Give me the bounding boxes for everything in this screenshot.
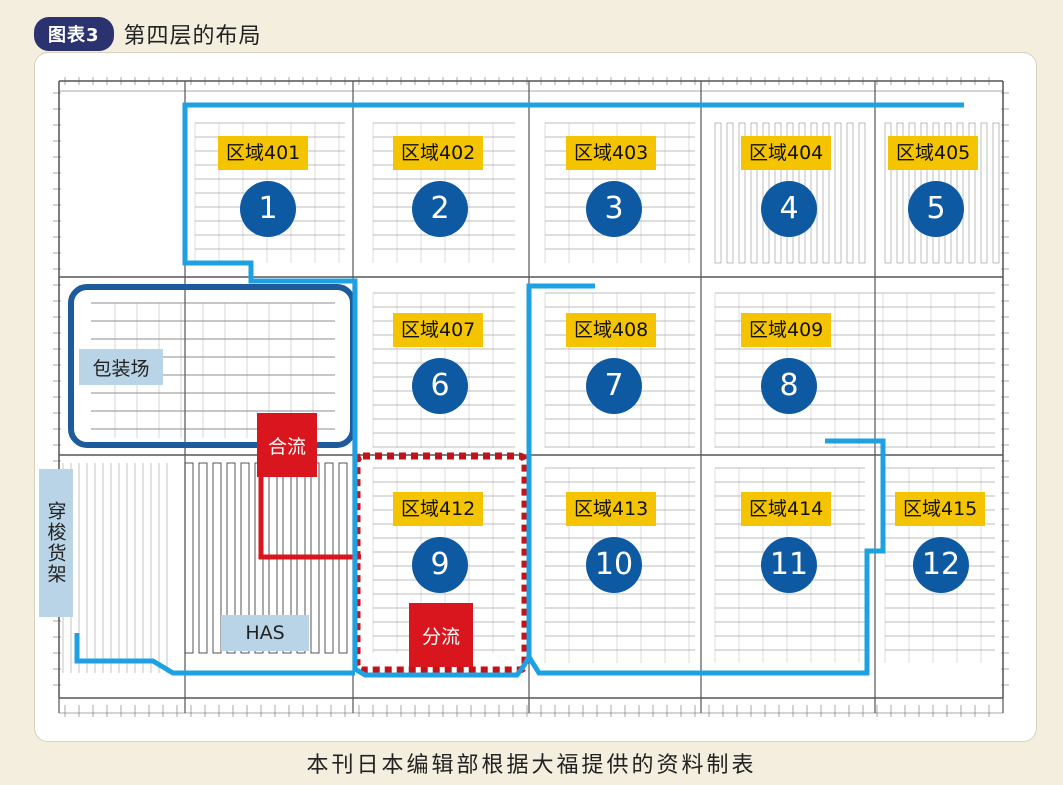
figure-title: 第四层的布局: [123, 24, 262, 49]
blueprint-rack: [738, 122, 746, 264]
blueprint-rack: [750, 122, 758, 264]
blueprint-rack: [714, 122, 722, 264]
zone-label-401: 区域401: [218, 136, 309, 170]
shuttle-rack-label: 穿梭货架: [39, 469, 73, 617]
zone-number-2: 2: [412, 181, 468, 237]
zone-label-408: 区域408: [566, 313, 657, 347]
merge-label: 合流: [257, 413, 317, 477]
blueprint-rack: [822, 122, 830, 264]
source-caption: 本刊日本编辑部根据大福提供的资料制表: [306, 753, 757, 778]
zone-label-405: 区域405: [888, 136, 979, 170]
blueprint-rack: [992, 122, 1000, 264]
figure-heading: 图表3 第四层的布局: [34, 16, 262, 52]
conveyor-line-bottom: [74, 633, 355, 676]
zone-label-415: 区域415: [895, 492, 986, 526]
blueprint-rack: [884, 122, 892, 264]
blueprint-rack: [184, 462, 194, 654]
zone-number-12: 12: [913, 537, 969, 593]
blueprint-rack: [198, 462, 208, 654]
zone-number-11: 11: [761, 537, 817, 593]
merge-flow-line: [258, 453, 361, 560]
blueprint-rack: [226, 462, 236, 654]
zone-label-413: 区域413: [566, 492, 657, 526]
zone-number-5: 5: [908, 181, 964, 237]
conveyor-line-right: [526, 438, 886, 676]
zone-label-407: 区域407: [393, 313, 484, 347]
zone-number-9: 9: [412, 537, 468, 593]
zone-number-3: 3: [586, 181, 642, 237]
zone-label-414: 区域414: [741, 492, 832, 526]
blueprint-rack: [980, 122, 988, 264]
blueprint-rack: [968, 122, 976, 264]
blueprint-rack: [896, 122, 904, 264]
zone-label-404: 区域404: [741, 136, 832, 170]
zone-number-6: 6: [412, 358, 468, 414]
zone-number-4: 4: [761, 181, 817, 237]
blueprint-rack: [240, 462, 250, 654]
blueprint-rack: [858, 122, 866, 264]
divert-label: 分流: [409, 603, 473, 667]
zone-number-7: 7: [586, 358, 642, 414]
zone-label-409: 区域409: [741, 313, 832, 347]
blueprint-rack: [212, 462, 222, 654]
blueprint-rack: [834, 122, 842, 264]
zone-label-402: 区域402: [393, 136, 484, 170]
zone-label-412: 区域412: [393, 492, 484, 526]
zone-number-1: 1: [240, 181, 296, 237]
floor-plan-drawing: [53, 77, 1009, 717]
packing-area-label: 包装场: [79, 349, 163, 385]
floor-plan-panel: 区域401 1 区域402 2 区域403 3 区域404 4 区域405 5 …: [34, 52, 1037, 742]
zone-number-10: 10: [586, 537, 642, 593]
has-area-label: HAS: [221, 615, 309, 651]
blueprint-rack: [726, 122, 734, 264]
zone-number-8: 8: [761, 358, 817, 414]
zone-label-403: 区域403: [566, 136, 657, 170]
figure-badge: 图表3: [34, 17, 114, 51]
blueprint-rack: [846, 122, 854, 264]
